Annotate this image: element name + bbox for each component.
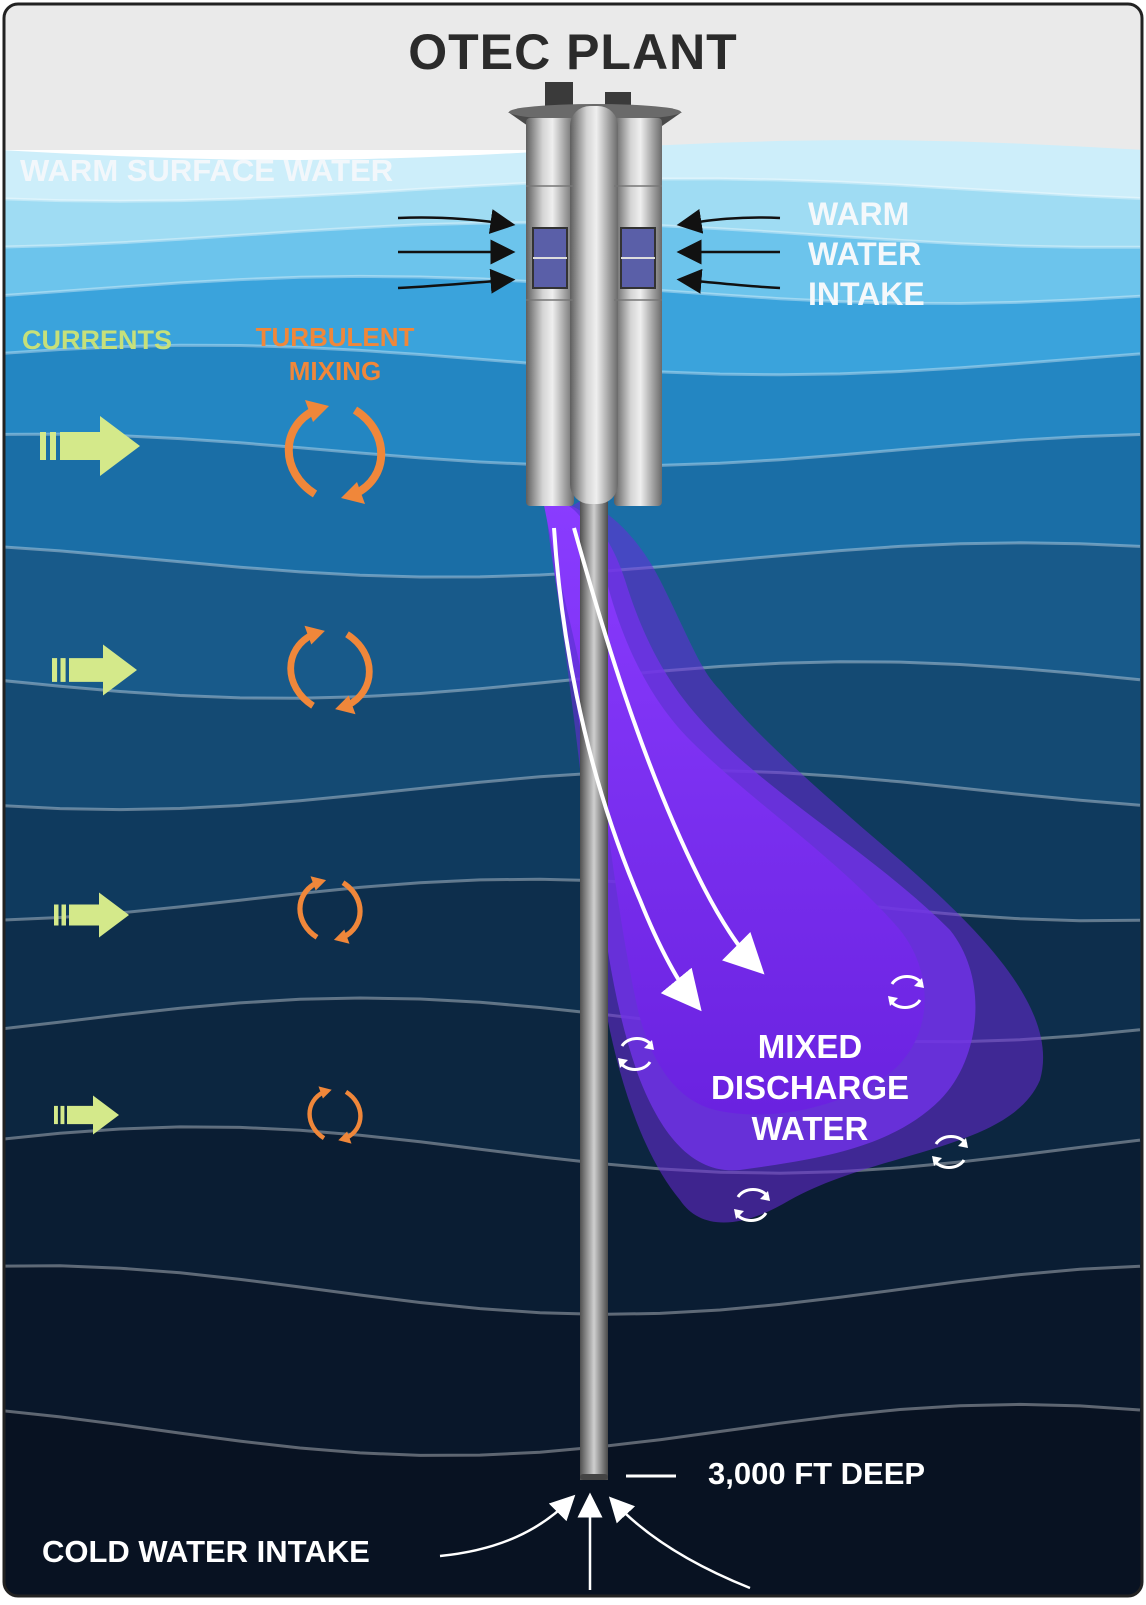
turbulent-mixing-icon [287, 625, 373, 715]
flow-arrow-icon [397, 209, 516, 234]
diagram-title: OTEC PLANT [408, 24, 738, 80]
plume-eddies [618, 975, 968, 1222]
cold-water-pipe [580, 480, 608, 1480]
turbulent-mixing-icon [307, 1086, 363, 1144]
discharge-flow-arrows [552, 527, 765, 1012]
turbulent-mixing-icon [284, 400, 386, 504]
eddy-icon [618, 1037, 654, 1071]
ocean-layer-highlight [4, 769, 1141, 812]
depth-label: 3,000 FT DEEP [708, 1456, 926, 1491]
turbulent-mixing-label: TURBULENT MIXING [235, 320, 435, 388]
turbulent-mixing-line-1: TURBULENT [255, 322, 415, 352]
flow-arrow-icon [676, 268, 781, 294]
otec-plant-structure [508, 82, 682, 506]
flow-arrow-icon [676, 208, 781, 234]
flow-arrow-icon [572, 527, 765, 975]
ocean-layer-highlight [4, 1264, 1141, 1316]
current-arrow-icon [54, 1095, 119, 1135]
mixed-discharge-line-2: DISCHARGE [710, 1069, 910, 1106]
cold-water-intake-label: COLD WATER INTAKE [42, 1534, 370, 1569]
mixed-discharge-line-3: WATER [751, 1110, 869, 1147]
turbulent-mixing-line-2: MIXING [288, 356, 382, 386]
mixed-discharge-line-1: MIXED [757, 1028, 863, 1065]
eddy-icon [734, 1188, 770, 1222]
warm-water-intake-line-1: WARM [808, 196, 910, 232]
warm-water-intake-label: WARM WATER INTAKE [808, 194, 925, 314]
cold-intake-arrows [439, 1492, 751, 1590]
flow-arrow-icon [397, 268, 516, 294]
turbulent-mixing-swirls [284, 400, 386, 1144]
current-arrow-icon [40, 416, 140, 476]
mixed-discharge-water-label: MIXED DISCHARGE WATER [690, 1026, 930, 1149]
warm-surface-water-label: WARM SURFACE WATER [20, 153, 394, 188]
ocean-layer-highlight [4, 541, 1141, 579]
discharge-plume [544, 498, 1044, 1223]
warm-water-intake-line-2: WATER [808, 236, 922, 272]
eddy-icon [888, 975, 924, 1009]
flow-arrow-icon [608, 1496, 751, 1590]
ocean-layers [4, 140, 1142, 1596]
ocean-layer-highlight [4, 660, 1141, 700]
current-arrows [40, 416, 140, 1135]
warm-intake-arrows [397, 208, 781, 294]
current-arrow-icon [52, 644, 137, 696]
currents-label: CURRENTS [22, 325, 173, 355]
eddy-icon [932, 1135, 968, 1169]
ocean-layer-highlight [4, 1402, 1141, 1457]
warm-water-intake-line-3: INTAKE [808, 276, 925, 312]
current-arrow-icon [54, 892, 129, 938]
flow-arrow-icon [439, 1494, 576, 1558]
flow-arrow-icon [552, 527, 702, 1012]
